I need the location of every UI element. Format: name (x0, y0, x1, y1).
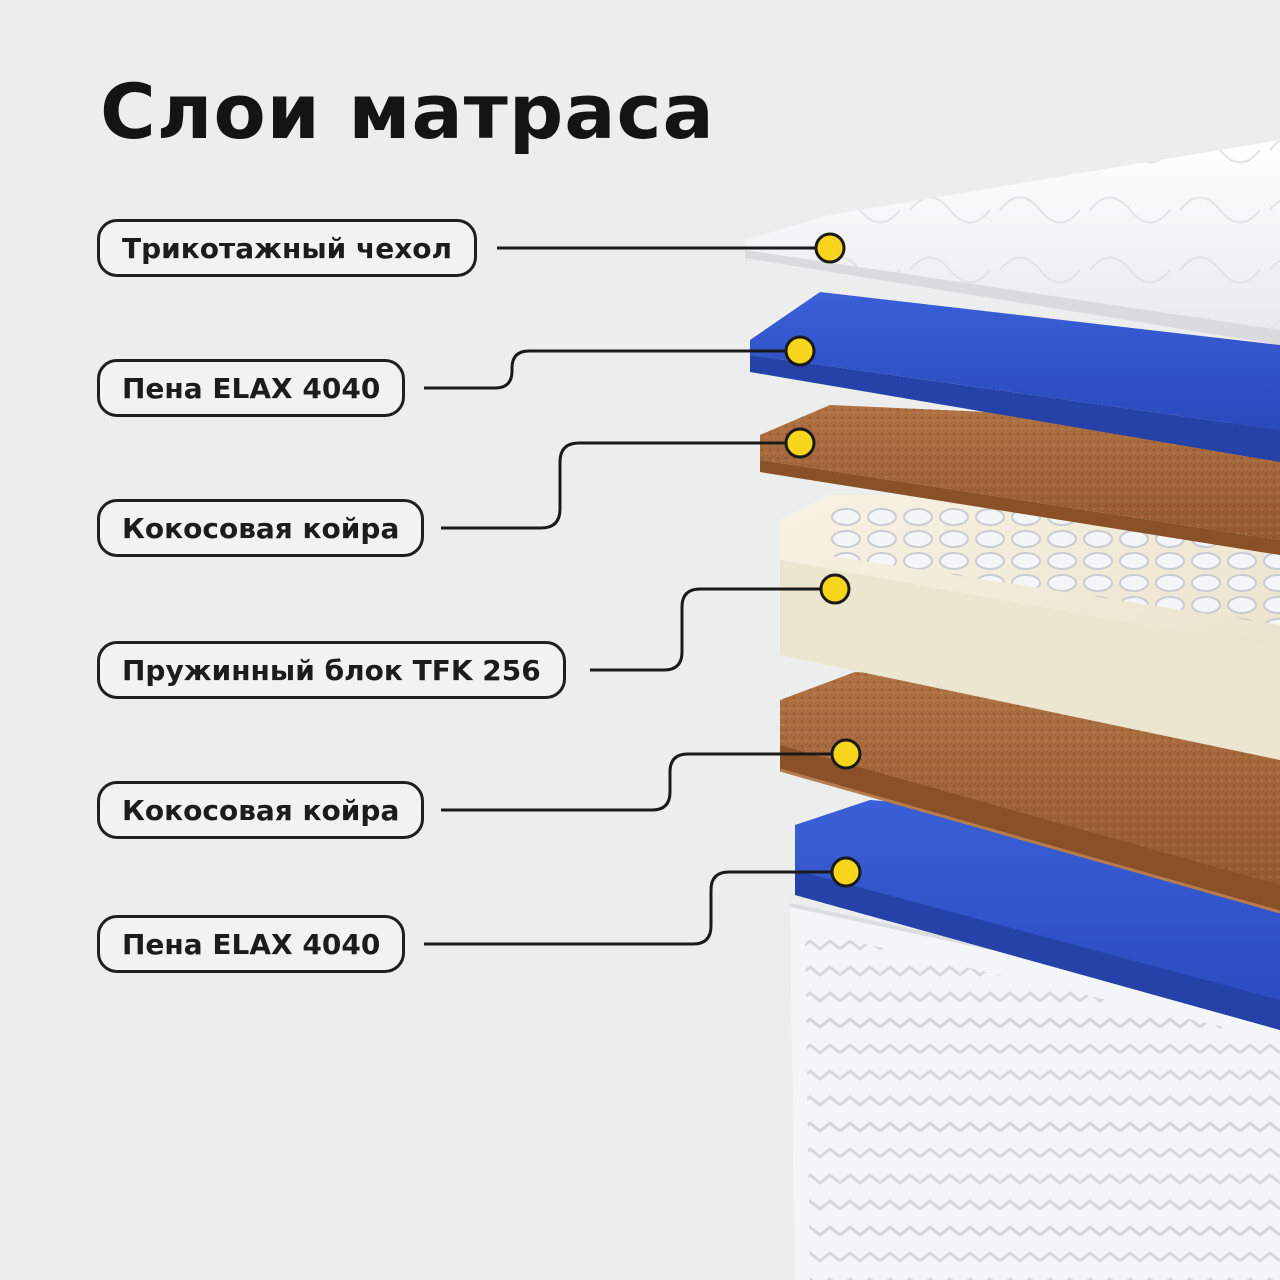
base-layer (789, 903, 1280, 1280)
top-foam-layer (750, 292, 1280, 462)
connector-coir-bottom (441, 752, 846, 812)
page-title: Слои матраса (100, 67, 715, 156)
layer-label-coir-bottom: Кокосовая койра (97, 781, 425, 839)
layer-label-coir-top: Кокосовая койра (97, 499, 425, 557)
marker-dot (814, 232, 846, 264)
marker-dot (819, 573, 851, 605)
layer-label-cover: Трикотажный чехол (97, 219, 478, 277)
layer-label-spring-block: Пружинный блок TFK 256 (97, 641, 566, 699)
connector-coir-top (441, 441, 800, 530)
marker-dot (830, 738, 862, 770)
layer-label-foam-top: Пена ELAX 4040 (97, 359, 406, 417)
connector-foam-bottom (424, 870, 846, 946)
cover-layer (745, 140, 1280, 345)
connector-foam-top (424, 349, 800, 390)
layer-markers (784, 232, 862, 888)
connector-lines (424, 246, 846, 946)
marker-dot (784, 335, 816, 367)
layer-label-foam-bottom: Пена ELAX 4040 (97, 915, 406, 973)
connector-spring (590, 587, 835, 672)
marker-dot (830, 856, 862, 888)
marker-dot (784, 427, 816, 459)
